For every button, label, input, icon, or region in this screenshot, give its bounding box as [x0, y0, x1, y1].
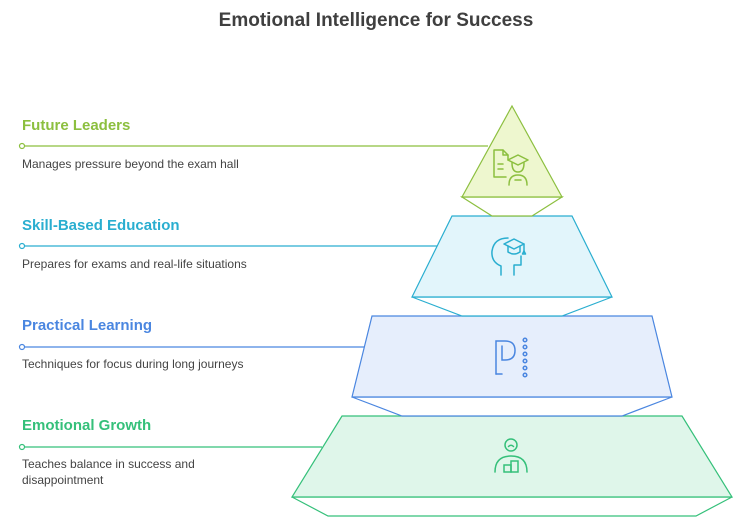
level-label-future-leaders: Future Leaders	[22, 117, 131, 134]
level-label-skill-based-education: Skill-Based Education	[22, 217, 180, 234]
person-podium-icon	[494, 438, 528, 473]
pyramid-level-future-leaders	[18, 104, 565, 217]
pyramid-level-practical-learning	[18, 315, 673, 417]
p-dots-icon	[495, 337, 528, 378]
level-description-emotional-growth: Teaches balance in success and disappoin…	[22, 457, 195, 487]
level-description-practical-learning: Techniques for focus during long journey…	[22, 357, 244, 371]
diagram-title: Emotional Intelligence for Success	[218, 10, 534, 31]
level-description-future-leaders: Manages pressure beyond the exam hall	[22, 157, 239, 171]
level-description-skill-based-education: Prepares for exams and real-life situati…	[22, 257, 247, 271]
level-label-practical-learning: Practical Learning	[22, 317, 153, 334]
head-graduation-cap-icon	[491, 237, 527, 276]
graduate-document-icon	[493, 149, 529, 186]
level-label-emotional-growth: Emotional Growth	[22, 417, 152, 434]
